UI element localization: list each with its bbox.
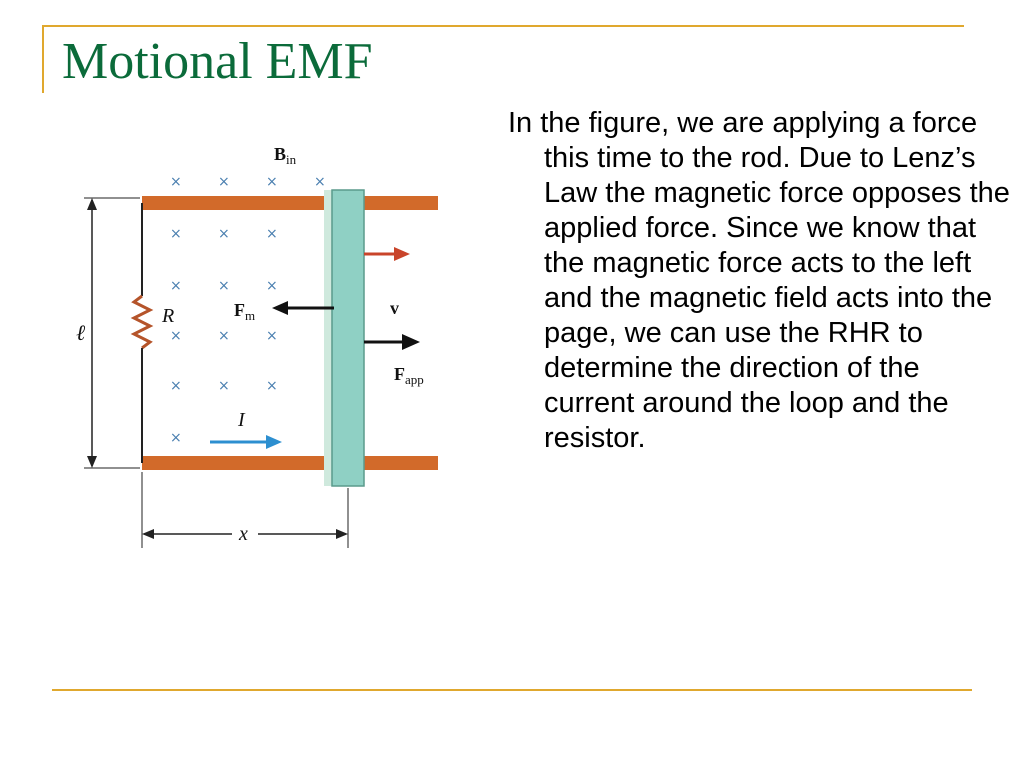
field-mark: × (170, 430, 182, 446)
length-label: ℓ (76, 320, 86, 345)
sliding-rod (331, 189, 365, 487)
field-mark: × (266, 226, 278, 242)
field-marks: × × × × × × × × × × × × × × × × × (170, 174, 326, 446)
magnetic-force-arrowhead (272, 301, 288, 315)
current-label: I (237, 409, 246, 431)
title-accent-left-rule (42, 25, 44, 93)
applied-force-arrowhead (402, 334, 420, 350)
length-arrowhead-bottom (87, 456, 97, 468)
field-mark: × (170, 278, 182, 294)
resistor-label: R (161, 305, 174, 327)
velocity-label: v (390, 298, 399, 318)
velocity-arrowhead (394, 247, 410, 261)
rod-shadow (324, 190, 332, 486)
slide-title: Motional EMF (62, 33, 373, 90)
field-mark: × (218, 226, 230, 242)
resistor-zigzag (130, 294, 154, 350)
figure-svg: × × × × × × × × × × × × × × × × × Bin ℓ … (62, 130, 462, 570)
motional-emf-figure: × × × × × × × × × × × × × × × × × Bin ℓ … (62, 130, 462, 570)
slide-body-text: In the figure, we are applying a force t… (508, 107, 1010, 454)
bottom-rail (142, 456, 438, 470)
magnetic-force-label: Fm (234, 300, 255, 323)
field-mark: × (170, 174, 182, 190)
distance-arrowhead-right (336, 529, 348, 539)
applied-force-label: Fapp (394, 364, 424, 387)
distance-arrowhead-left (142, 529, 154, 539)
field-mark: × (218, 278, 230, 294)
field-mark: × (314, 174, 326, 190)
field-mark: × (218, 328, 230, 344)
field-mark: × (266, 278, 278, 294)
bottom-accent-rule (52, 689, 972, 691)
field-mark: × (170, 328, 182, 344)
field-mark: × (218, 174, 230, 190)
top-rail (142, 196, 438, 210)
field-mark: × (170, 226, 182, 242)
field-mark: × (218, 378, 230, 394)
current-arrowhead (266, 435, 282, 449)
title-accent-top-rule (42, 25, 964, 27)
field-mark: × (266, 378, 278, 394)
field-mark: × (170, 378, 182, 394)
field-label: Bin (274, 144, 297, 167)
field-mark: × (266, 328, 278, 344)
length-arrowhead-top (87, 198, 97, 210)
distance-label: x (238, 523, 248, 545)
field-mark: × (266, 174, 278, 190)
